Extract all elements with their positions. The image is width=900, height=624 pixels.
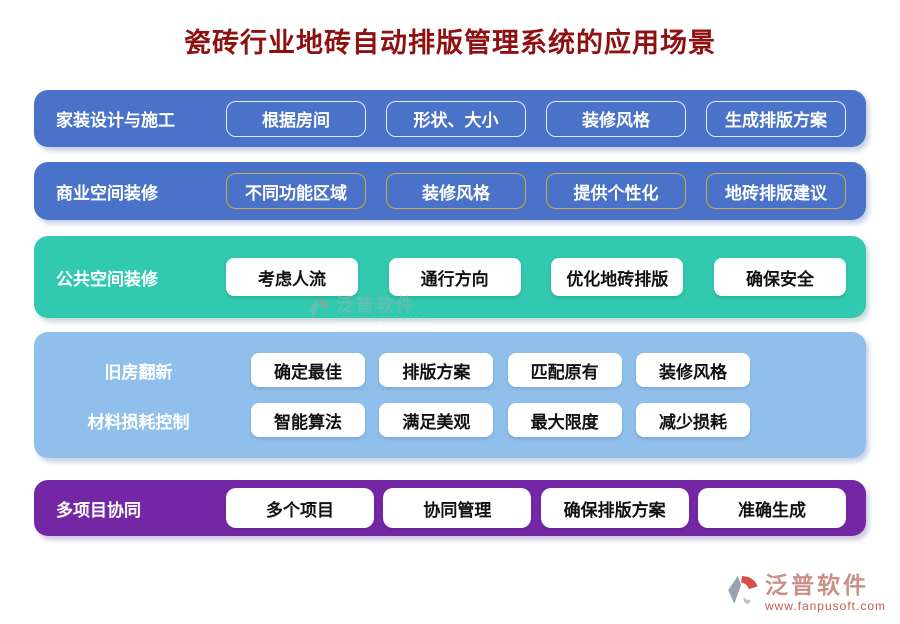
- pill-button[interactable]: 多个项目: [226, 488, 374, 528]
- pill-button[interactable]: 地砖排版建议: [706, 173, 846, 209]
- pill-group-material-loss: 智能算法 满足美观 最大限度 减少损耗: [231, 403, 854, 437]
- pill-button[interactable]: 确保排版方案: [540, 488, 689, 528]
- pill-button[interactable]: 考虑人流: [226, 258, 358, 296]
- fanpu-logo-icon: [723, 571, 761, 614]
- footer-brand: 泛普软件 www.fanpusoft.com: [723, 571, 886, 614]
- pill-button[interactable]: 优化地砖排版: [551, 258, 684, 296]
- row-public-space: 公共空间装修 考虑人流 通行方向 优化地砖排版 确保安全: [34, 236, 866, 318]
- pill-button[interactable]: 装修风格: [546, 100, 686, 137]
- pill-button[interactable]: 生成排版方案: [706, 100, 846, 137]
- row-renovation-material: 旧房翻新 确定最佳 排版方案 匹配原有 装修风格 材料损耗控制 智能算法 满足美…: [34, 332, 866, 458]
- pill-group-renovation: 确定最佳 排版方案 匹配原有 装修风格: [231, 353, 854, 387]
- pill-group-commercial-space: 不同功能区域 装修风格 提供个性化 地砖排版建议: [206, 173, 854, 209]
- pill-button[interactable]: 匹配原有: [507, 353, 622, 387]
- row-label-renovation: 旧房翻新: [104, 362, 173, 382]
- footer-brand-name: 泛普软件: [764, 571, 869, 598]
- pill-button[interactable]: 协同管理: [383, 488, 532, 528]
- pill-button[interactable]: 装修风格: [635, 353, 750, 387]
- pill-button[interactable]: 根据房间: [226, 100, 366, 137]
- pill-group-multi-project: 多个项目 协同管理 确保排版方案 准确生成: [206, 488, 854, 528]
- pill-button[interactable]: 排版方案: [379, 353, 494, 387]
- footer-brand-url: www.fanpusoft.com: [764, 598, 886, 613]
- sub-row-material-loss: 材料损耗控制 智能算法 满足美观 最大限度 减少损耗: [46, 395, 854, 445]
- pill-button[interactable]: 不同功能区域: [226, 173, 366, 209]
- pill-button[interactable]: 通行方向: [388, 258, 521, 296]
- page-title: 瓷砖行业地砖自动排版管理系统的应用场景: [184, 28, 716, 58]
- pill-group-public-space: 考虑人流 通行方向 优化地砖排版 确保安全: [206, 258, 854, 296]
- row-label-public-space: 公共空间装修: [56, 269, 158, 289]
- pill-button[interactable]: 形状、大小: [386, 100, 526, 137]
- row-label-material-loss: 材料损耗控制: [87, 412, 190, 432]
- pill-button[interactable]: 准确生成: [697, 488, 846, 528]
- row-label-home-design: 家装设计与施工: [56, 111, 175, 130]
- pill-button[interactable]: 确保安全: [713, 258, 846, 296]
- pill-group-home-design: 根据房间 形状、大小 装修风格 生成排版方案: [206, 100, 854, 137]
- row-label-multi-project: 多项目协同: [56, 500, 141, 520]
- pill-button[interactable]: 最大限度: [507, 403, 622, 437]
- sub-row-renovation: 旧房翻新 确定最佳 排版方案 匹配原有 装修风格: [46, 345, 854, 395]
- pill-button[interactable]: 减少损耗: [635, 403, 750, 437]
- pill-button[interactable]: 智能算法: [251, 403, 365, 437]
- row-commercial-space: 商业空间装修 不同功能区域 装修风格 提供个性化 地砖排版建议: [34, 162, 866, 220]
- row-label-commercial-space: 商业空间装修: [56, 183, 158, 203]
- pill-button[interactable]: 确定最佳: [251, 353, 365, 387]
- row-multi-project: 多项目协同 多个项目 协同管理 确保排版方案 准确生成: [34, 480, 866, 536]
- pill-button[interactable]: 提供个性化: [546, 173, 686, 209]
- pill-button[interactable]: 满足美观: [379, 403, 494, 437]
- pill-button[interactable]: 装修风格: [386, 173, 526, 209]
- row-home-design: 家装设计与施工 根据房间 形状、大小 装修风格 生成排版方案: [34, 90, 866, 147]
